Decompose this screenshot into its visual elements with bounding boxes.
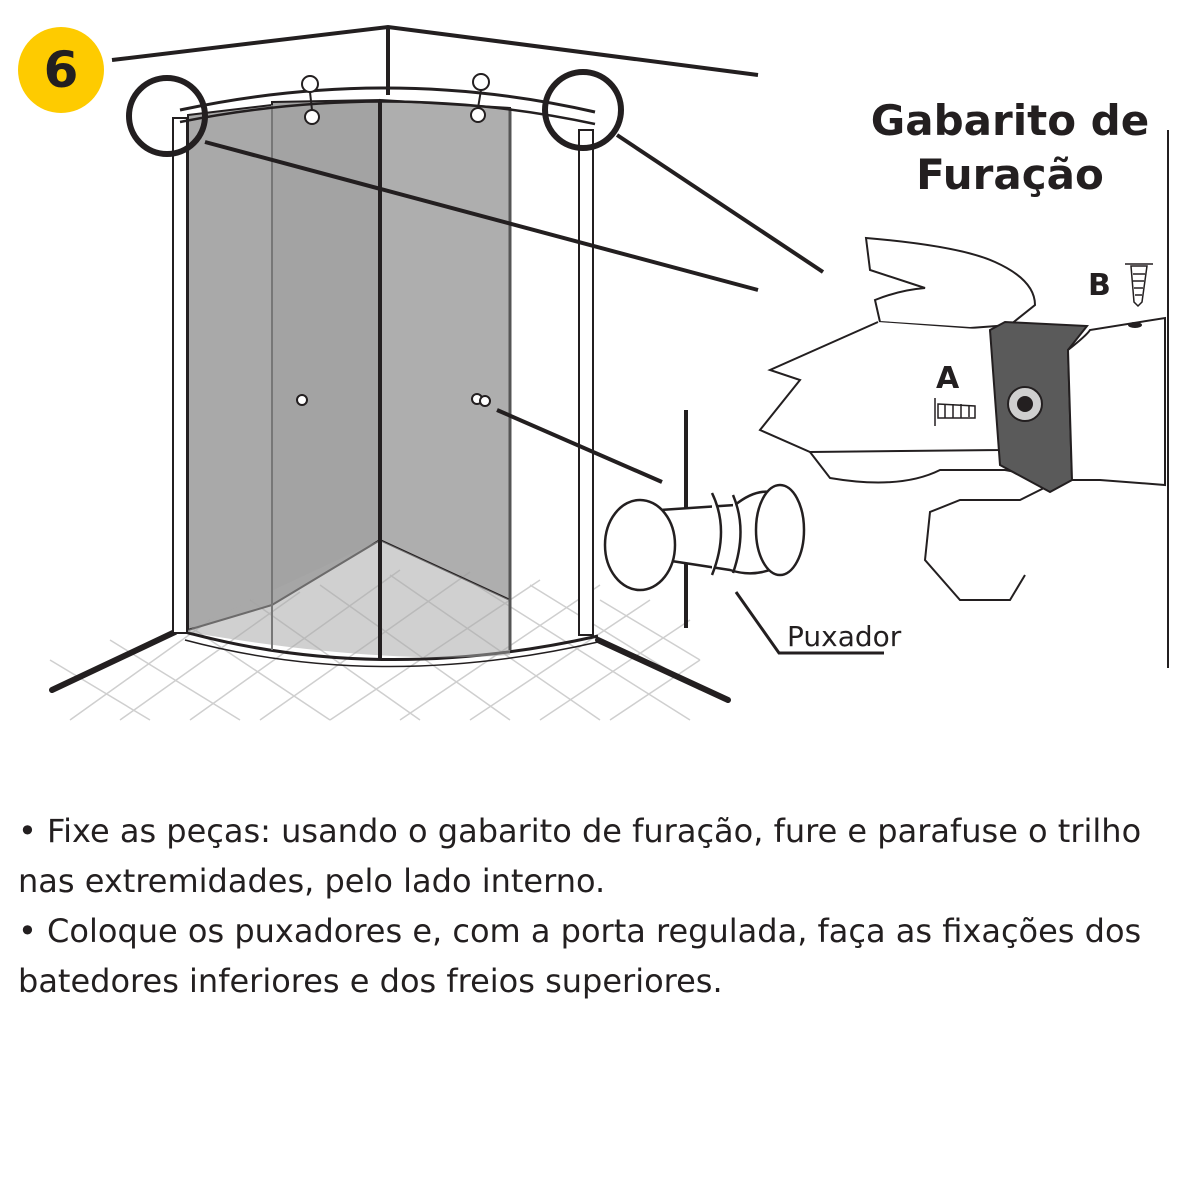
floor-wall-lines: [49, 629, 731, 703]
instruction-line: • Fixe as peças: usando o gabarito de fu…: [18, 812, 1142, 900]
step-number-badge: 6: [18, 27, 104, 113]
top-rail: [179, 86, 596, 126]
screw-a-label: A: [936, 361, 960, 396]
left-fixed-glass: [187, 103, 273, 632]
instructions-text: • Fixe as peças: usando o gabarito de fu…: [18, 806, 1188, 1006]
leader-lines: [204, 133, 825, 484]
template-title: Gabarito de Furação: [870, 96, 1150, 199]
screw-icon: [934, 263, 1153, 426]
right-sliding-door-glass: [379, 98, 511, 602]
door-handle-icon: [603, 410, 806, 628]
installation-diagram: [49, 24, 1169, 721]
front-floor-glass-shadow: [188, 540, 510, 658]
side-profiles: [172, 117, 594, 636]
ceiling-lines: [111, 24, 759, 95]
instruction-line: • Coloque os puxadores e, com a porta re…: [18, 912, 1142, 1000]
door-rollers: [301, 73, 490, 125]
detail-circles: [126, 69, 624, 157]
drill-template-icon: [988, 316, 1166, 494]
floor-rail: [184, 630, 599, 662]
screw-b-label: B: [1088, 268, 1111, 303]
handle-leader-line: [734, 591, 884, 655]
handle-label: Puxador: [787, 620, 902, 653]
glass-panels: [187, 98, 512, 660]
hand-icon: [758, 236, 1064, 601]
glass-knobs: [296, 393, 491, 407]
